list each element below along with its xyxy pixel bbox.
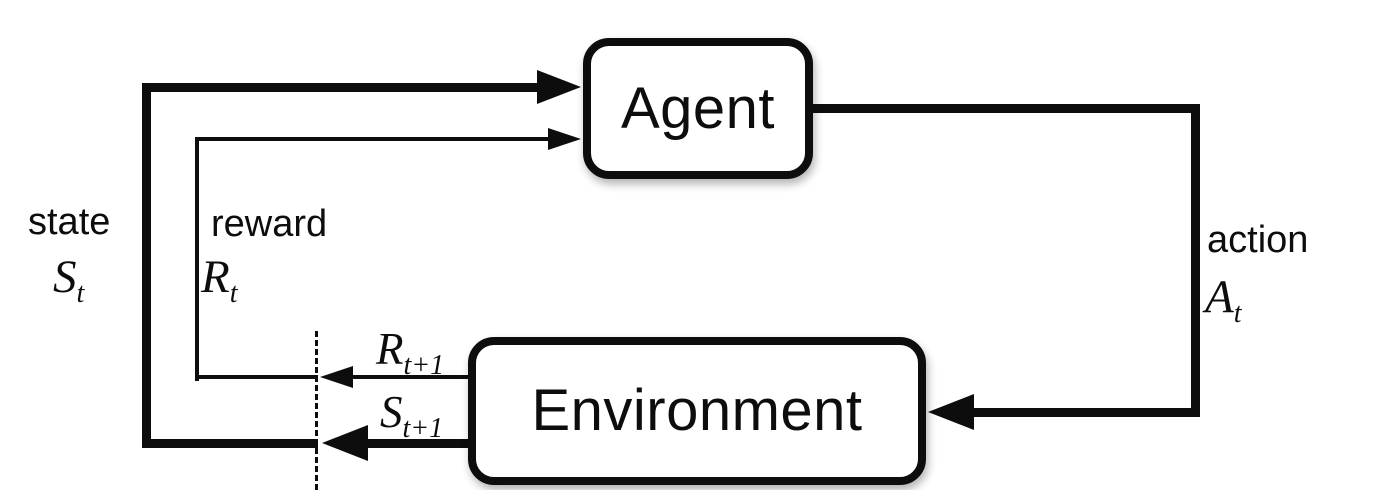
environment-node-label: Environment bbox=[531, 378, 863, 443]
agent-node-label: Agent bbox=[620, 75, 776, 141]
next-reward-symbol-base: R bbox=[376, 324, 404, 374]
state-symbol-label: St bbox=[53, 251, 84, 308]
state-word-label: state bbox=[28, 201, 111, 243]
time-boundary-dashed-line bbox=[315, 331, 318, 490]
state-symbol-subscript: t bbox=[76, 277, 85, 309]
next-state-symbol-base: S bbox=[380, 387, 403, 437]
action-arrowhead-icon bbox=[928, 394, 974, 430]
state-line-top bbox=[142, 83, 539, 92]
action-symbol-label: At bbox=[1205, 271, 1242, 328]
state-arrowhead-icon bbox=[537, 70, 581, 104]
reward-line-vertical bbox=[195, 137, 199, 381]
state-line-bottom-left bbox=[142, 439, 318, 448]
next-reward-line bbox=[351, 375, 472, 379]
reward-arrowhead-icon bbox=[548, 128, 581, 150]
reward-symbol-subscript: t bbox=[229, 277, 238, 309]
reward-symbol-base: R bbox=[201, 251, 230, 303]
action-line-top bbox=[806, 104, 1200, 113]
state-symbol-base: S bbox=[53, 251, 77, 303]
next-reward-symbol-subscript: t+1 bbox=[403, 349, 445, 381]
action-symbol-subscript: t bbox=[1233, 297, 1242, 329]
reward-word-label: reward bbox=[211, 203, 328, 245]
agent-node: Agent bbox=[583, 38, 813, 179]
action-line-bottom bbox=[972, 408, 1200, 417]
next-reward-arrowhead-icon bbox=[320, 366, 353, 388]
environment-node: Environment bbox=[468, 337, 926, 485]
action-line-vertical bbox=[1191, 104, 1200, 417]
action-symbol-base: A bbox=[1205, 271, 1234, 323]
next-state-arrowhead-icon bbox=[322, 425, 368, 461]
reward-symbol-label: Rt bbox=[201, 251, 238, 308]
reward-line-top bbox=[195, 137, 550, 141]
next-state-symbol-label: St+1 bbox=[380, 387, 443, 443]
next-state-symbol-subscript: t+1 bbox=[402, 412, 444, 444]
next-state-line bbox=[366, 439, 472, 448]
state-line-vertical bbox=[142, 83, 151, 448]
next-reward-symbol-label: Rt+1 bbox=[376, 324, 444, 380]
action-word-label: action bbox=[1207, 219, 1309, 261]
reward-line-bottom-left bbox=[195, 375, 318, 379]
